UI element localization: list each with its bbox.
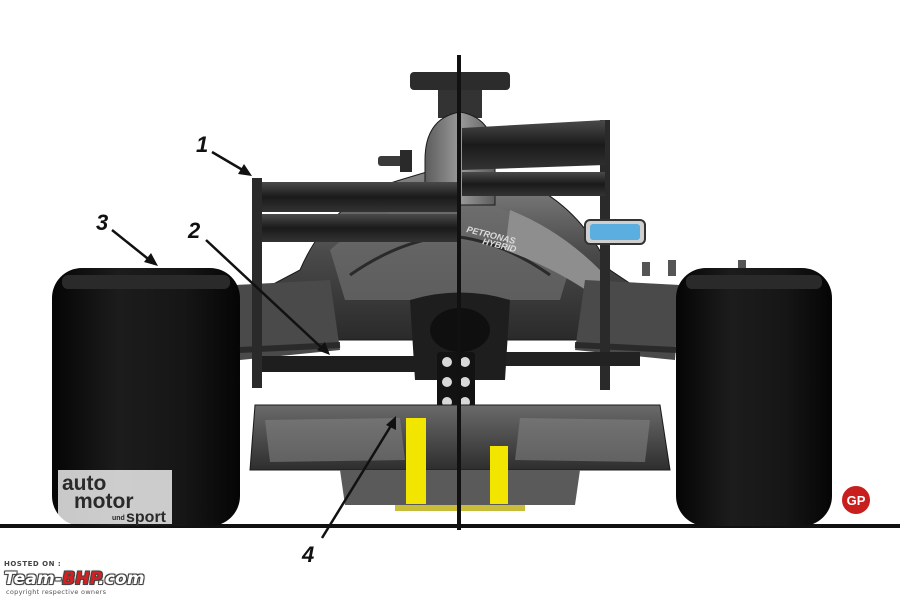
rear-wing (262, 120, 605, 242)
watermark-line-2: motor (74, 490, 134, 513)
watermark-line-1: auto (62, 472, 106, 495)
watermark-line-3: sport (126, 509, 167, 526)
callout-label-4: 4 (301, 542, 314, 567)
brand-prefix: Team- (4, 569, 63, 589)
callout-arrows (111, 150, 396, 539)
mirror-glass (590, 224, 640, 240)
brand-accent: BHP (62, 569, 99, 589)
copyright-text: copyright respective owners (6, 588, 107, 596)
hosted-on-label: HOSTED ON : (4, 560, 62, 568)
brand-suffix: .com (98, 569, 145, 589)
endplate-left (252, 178, 262, 388)
gp-logo: GP (840, 484, 872, 516)
gp-logo-label: GP (847, 493, 866, 508)
rear-tyre-left (52, 268, 240, 526)
watermark-prefix: und (112, 515, 125, 522)
callout-label-3: 3 (96, 210, 108, 235)
auto-motor-sport-watermark: auto motor und sport (58, 470, 172, 526)
callout-label-1: 1 (196, 132, 208, 157)
ground-line (0, 524, 900, 528)
center-divider-line (457, 55, 461, 530)
endplate-right (600, 120, 610, 390)
rear-tyre-right (676, 268, 832, 526)
callout-label-2: 2 (187, 218, 201, 243)
highlight-bar-right (490, 446, 508, 504)
rain-light (437, 352, 475, 416)
highlight-bar-left (406, 418, 426, 504)
team-bhp-logo[interactable]: Team-BHP.com (4, 569, 145, 589)
